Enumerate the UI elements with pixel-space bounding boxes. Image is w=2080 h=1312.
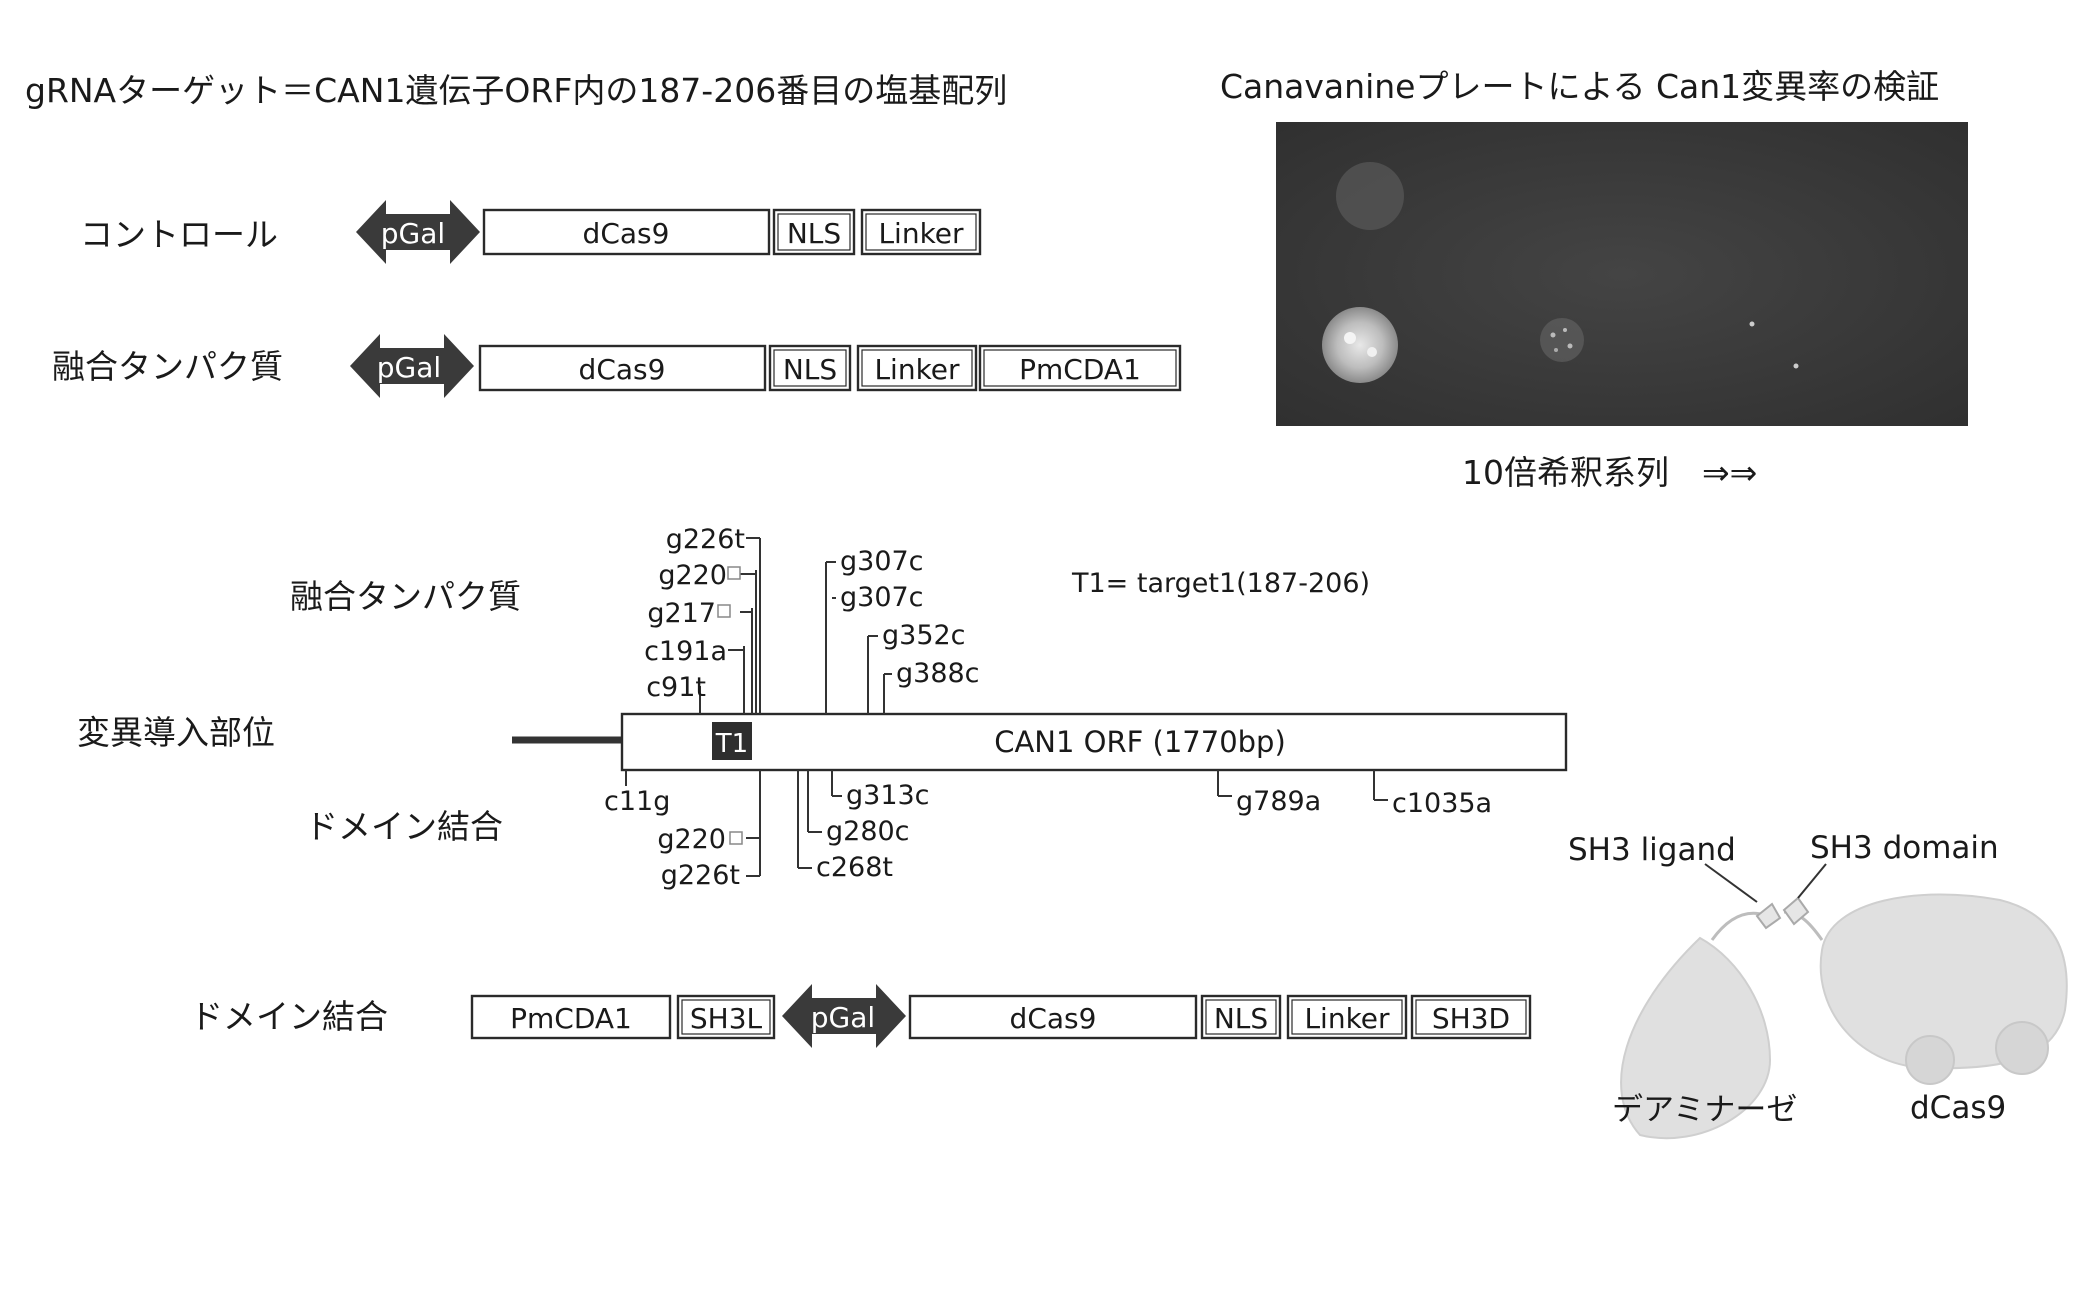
fusion-part-linker: Linker bbox=[856, 344, 978, 392]
svg-text:dCas9: dCas9 bbox=[579, 353, 666, 386]
title-right: Canavanineプレートによる Can1変異率の検証 bbox=[1220, 67, 1939, 106]
domain-part-sh3d: SH3D bbox=[1410, 994, 1532, 1040]
dcas9-schematic-label: dCas9 bbox=[1910, 1090, 2006, 1126]
mut-c268t: c268t bbox=[816, 852, 893, 883]
mutation-fusion-label: 融合タンパク質 bbox=[290, 577, 521, 616]
svg-text:dCas9: dCas9 bbox=[1010, 1002, 1097, 1035]
orf-label: CAN1 ORF (1770bp) bbox=[994, 725, 1286, 759]
sh3-ligand-shape bbox=[1755, 902, 1782, 930]
fusion-mutation-ticks-left bbox=[699, 537, 761, 714]
control-part-nls: NLS bbox=[772, 208, 856, 256]
sh3-domain-shape bbox=[1782, 896, 1810, 926]
mut-g352c: g352c bbox=[882, 620, 966, 651]
fusion-part-dcas9: dCas9 bbox=[478, 344, 767, 392]
mut-g220-bottom: g220 bbox=[657, 824, 726, 855]
fusion-mutation-ticks-right bbox=[825, 561, 892, 714]
svg-text:T1: T1 bbox=[715, 729, 748, 759]
deaminase-label: デアミナーゼ bbox=[1612, 1092, 1797, 1128]
fusion-part-pmcda1: PmCDA1 bbox=[978, 344, 1182, 392]
control-part-dcas9: dCas9 bbox=[482, 208, 771, 256]
plate-caption: 10倍希釈系列 ⇒⇒ bbox=[1462, 453, 1757, 492]
domain-part-sh3l: SH3L bbox=[676, 994, 776, 1040]
mut-g226t-top: g226t bbox=[666, 524, 745, 555]
svg-text:PmCDA1: PmCDA1 bbox=[510, 1002, 632, 1035]
sh3-ligand-label: SH3 ligand bbox=[1568, 832, 1736, 868]
fusion-promoter-arrow: pGal bbox=[350, 334, 474, 398]
svg-text:SH3D: SH3D bbox=[1432, 1002, 1510, 1035]
mut-g280c: g280c bbox=[826, 816, 910, 847]
dcas9-blob bbox=[1819, 893, 2068, 1070]
mut-c11g: c11g bbox=[604, 786, 670, 817]
svg-text:dCas9: dCas9 bbox=[583, 217, 670, 250]
mut-c1035a: c1035a bbox=[1392, 788, 1492, 819]
protein-schematic bbox=[1620, 863, 2068, 1140]
target-t1-box: T1 bbox=[712, 722, 752, 760]
title-left: gRNAターゲット＝CAN1遺伝子ORF内の187-206番目の塩基配列 bbox=[25, 71, 1007, 110]
can1-orf-box: CAN1 ORF (1770bp) bbox=[620, 712, 1568, 772]
sh3-ligand-pointer bbox=[1704, 863, 1758, 903]
deaminase-blob bbox=[1620, 936, 1772, 1140]
fusion-part-nls: NLS bbox=[768, 344, 852, 392]
mutation-domain-label: ドメイン結合 bbox=[305, 807, 503, 846]
mut-g789a: g789a bbox=[1236, 786, 1321, 817]
control-promoter-arrow: pGal bbox=[356, 200, 480, 264]
domain-promoter-arrow: pGal bbox=[782, 984, 906, 1048]
mut-c91t: c91t bbox=[646, 672, 706, 703]
sh3-domain-label: SH3 domain bbox=[1810, 830, 1999, 866]
mut-g307c-b: g307c bbox=[840, 582, 924, 613]
domain-part-pmcda1: PmCDA1 bbox=[470, 994, 672, 1040]
svg-text:Linker: Linker bbox=[1304, 1002, 1390, 1035]
svg-text:Linker: Linker bbox=[874, 353, 960, 386]
control-promoter-label: pGal bbox=[381, 217, 445, 250]
domain-part-dcas9: dCas9 bbox=[908, 994, 1198, 1040]
svg-text:NLS: NLS bbox=[787, 217, 841, 250]
domain-label: ドメイン結合 bbox=[190, 997, 388, 1036]
target-note: T1= target1(187-206) bbox=[1071, 568, 1370, 599]
svg-text:Linker: Linker bbox=[878, 217, 964, 250]
svg-text:NLS: NLS bbox=[783, 353, 837, 386]
sh3-domain-pointer bbox=[1797, 863, 1827, 899]
domain-part-linker: Linker bbox=[1286, 994, 1408, 1040]
mut-g313c: g313c bbox=[846, 780, 930, 811]
fusion-label: 融合タンパク質 bbox=[52, 347, 283, 386]
mut-c191a: c191a bbox=[644, 636, 727, 667]
domain-promoter-label: pGal bbox=[811, 1001, 875, 1034]
domain-part-nls: NLS bbox=[1200, 994, 1282, 1040]
svg-text:NLS: NLS bbox=[1214, 1002, 1268, 1035]
mut-g220-top: g220 bbox=[658, 560, 727, 591]
control-part-linker: Linker bbox=[860, 208, 982, 256]
control-label: コントロール bbox=[80, 215, 278, 254]
fusion-promoter-label: pGal bbox=[377, 351, 441, 384]
mutation-section-label: 変異導入部位 bbox=[77, 713, 275, 752]
mut-g217: g217 bbox=[647, 598, 716, 629]
domain-mutation-ticks bbox=[625, 770, 1388, 877]
canavanine-plate-image bbox=[1276, 122, 1968, 426]
svg-text:PmCDA1: PmCDA1 bbox=[1019, 353, 1141, 386]
svg-text:SH3L: SH3L bbox=[690, 1002, 763, 1035]
mut-g307c-a: g307c bbox=[840, 546, 924, 577]
mut-g388c: g388c bbox=[896, 658, 980, 689]
mut-g226t-bottom: g226t bbox=[661, 860, 740, 891]
